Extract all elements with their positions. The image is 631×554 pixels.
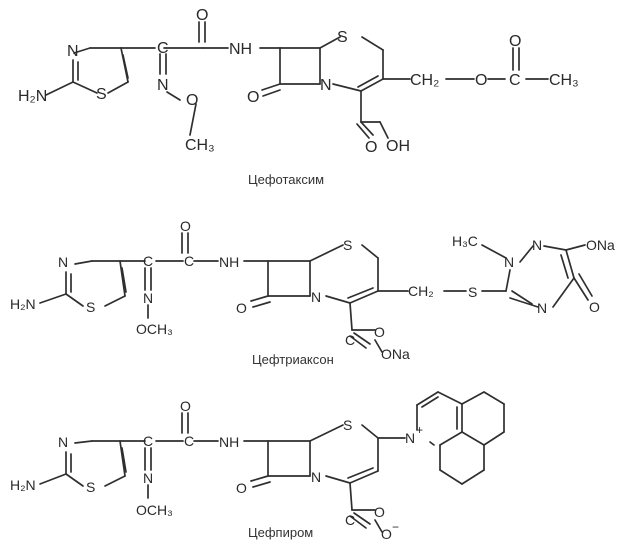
carboxylate-bond xyxy=(374,519,383,533)
acid-carbon: C xyxy=(345,512,355,528)
sodium-carboxylate: ONa xyxy=(381,346,410,362)
methyl-label: H₃C xyxy=(452,233,478,249)
amide-nh: NH xyxy=(219,434,239,450)
methoxy-label: OCH₃ xyxy=(136,321,173,337)
methylene-label: CH₂ xyxy=(408,283,434,299)
oxime-oxygen: O xyxy=(186,92,198,109)
thiazole-sulfur: S xyxy=(86,479,95,495)
acetoxymethyl-group xyxy=(445,47,549,80)
lactam-sulfur: S xyxy=(337,29,348,46)
methyl-label: CH₃ xyxy=(185,137,215,154)
triazine-n1: N xyxy=(504,254,514,270)
amide-nh: NH xyxy=(219,254,239,270)
acid-carbon: C xyxy=(345,332,355,348)
oxime-nitrogen: N xyxy=(143,470,153,486)
oxime-carbon: C xyxy=(143,433,153,449)
cefpirome-structure: H₂N N S C C O NH N OCH₃ xyxy=(10,391,505,542)
carboxylate-oxygen: O xyxy=(381,526,392,542)
minus-charge: − xyxy=(392,520,399,534)
amine-label: H₂N xyxy=(18,88,47,105)
plus-charge: + xyxy=(416,423,423,437)
lactam-oxygen: O xyxy=(236,300,247,316)
ceftriaxone-structure: H₂N N S C C O NH N OCH₃ xyxy=(10,218,615,367)
carbonyl-oxygen: O xyxy=(509,33,521,50)
lactam-oxygen: O xyxy=(247,89,259,106)
oxime-carbon: C xyxy=(143,253,153,269)
methoxy-label: OCH₃ xyxy=(136,502,173,518)
lactam-sulfur: S xyxy=(343,237,352,253)
thioether-sulfur: S xyxy=(468,284,477,300)
oxime-nitrogen: N xyxy=(157,77,169,94)
amide-nh: NH xyxy=(229,41,252,58)
thiazole-ring-1 xyxy=(45,47,129,96)
ester-oxygen: O xyxy=(475,72,487,89)
cephem-core-3 xyxy=(250,424,406,529)
cephem-core-1 xyxy=(261,36,411,139)
ester-carbon: C xyxy=(509,72,521,89)
carboxylate-bond xyxy=(374,339,383,353)
lactam-sulfur: S xyxy=(343,417,352,433)
lactam-oxygen: O xyxy=(236,480,247,496)
thiazole-sulfur: S xyxy=(96,86,107,103)
sodium-oxide: ONa xyxy=(586,237,615,253)
cyclopentapyridinium-ring xyxy=(416,391,505,485)
thiazole-ring-2 xyxy=(39,260,127,307)
cephem-core-2 xyxy=(250,244,409,349)
triazine-linker xyxy=(443,244,593,308)
cefotaxime-structure: H₂N N S C N O CH₃ O NH xyxy=(18,7,579,187)
thiazole-nitrogen: N xyxy=(58,434,68,450)
lactam-nitrogen: N xyxy=(311,289,321,305)
amide-carbon: C xyxy=(184,433,194,449)
oxime-side-chain-2 xyxy=(119,232,269,319)
oxime-nitrogen: N xyxy=(143,290,153,306)
caption-cefpirome: Цефпиром xyxy=(248,525,313,540)
oxime-side-chain-3 xyxy=(119,412,269,499)
thiazole-nitrogen: N xyxy=(58,254,68,270)
thiazole-ring-3 xyxy=(39,440,127,487)
acid-oxygen: O xyxy=(374,504,385,520)
acid-oxygen: O xyxy=(374,324,385,340)
methylene-label: CH₂ xyxy=(410,72,439,89)
amide-oxygen: O xyxy=(180,218,191,234)
amine-label: H₂N xyxy=(10,477,36,493)
thiazole-sulfur: S xyxy=(86,299,95,315)
acetyl-methyl: CH₃ xyxy=(549,72,579,89)
pyridinium-nitrogen: N xyxy=(405,430,415,446)
triazine-oxygen: O xyxy=(589,299,600,315)
acid-oxygen: O xyxy=(365,139,377,156)
acid-bond xyxy=(379,121,389,139)
hydroxyl-label: OH xyxy=(386,138,410,155)
caption-ceftriaxone: Цефтриаксон xyxy=(252,352,334,367)
oxime-carbon: C xyxy=(157,40,169,57)
triazine-n3: N xyxy=(537,300,547,316)
amide-oxygen: O xyxy=(196,7,208,24)
oxime-side-chain-1 xyxy=(120,21,281,136)
caption-cefotaxime: Цефотаксим xyxy=(248,172,324,187)
amide-oxygen: O xyxy=(180,398,191,414)
lactam-nitrogen: N xyxy=(311,469,321,485)
thiazole-nitrogen: N xyxy=(67,43,79,60)
lactam-nitrogen: N xyxy=(320,77,332,94)
amine-label: H₂N xyxy=(10,296,36,312)
amide-carbon: C xyxy=(184,253,194,269)
triazine-n2: N xyxy=(532,237,542,253)
